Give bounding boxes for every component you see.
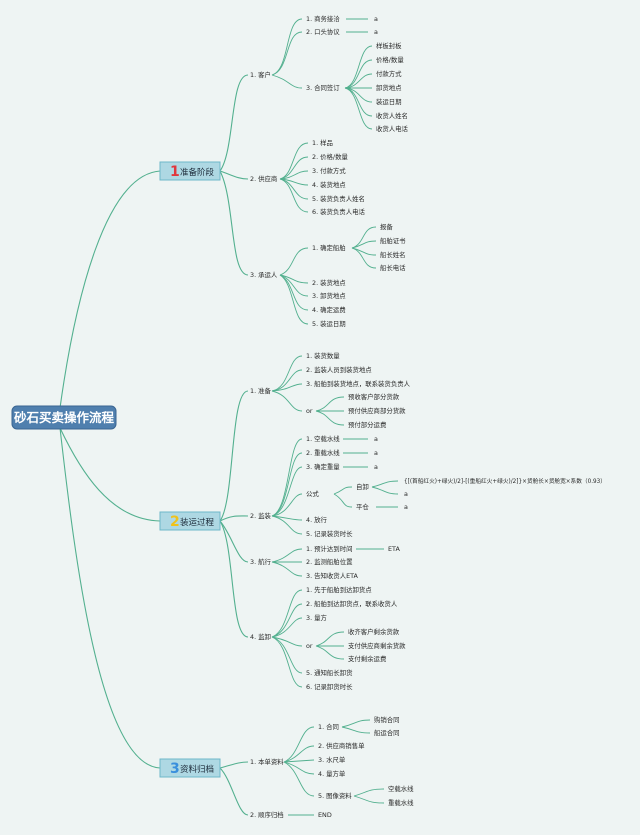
or-item[interactable]: 支付剩余运费 — [348, 654, 387, 663]
sail-item[interactable]: 1. 预计达到时间 — [306, 544, 352, 553]
node-contract-signing[interactable]: 3. 合同签订 — [306, 83, 340, 92]
contract-item[interactable]: 付款方式 — [376, 69, 402, 78]
leaf-a: a — [404, 490, 408, 498]
node-loading-supervision[interactable]: 2. 监装 — [250, 511, 272, 520]
supplier-item[interactable]: 6. 装货负责人电话 — [312, 207, 365, 216]
unload-item[interactable]: 5. 通知船长卸货 — [306, 668, 353, 677]
eta-leaf: ETA — [388, 545, 400, 553]
contract-item[interactable]: 卸货地点 — [376, 83, 402, 92]
carrier-item[interactable]: 3. 卸货地点 — [312, 291, 346, 300]
formula-text: {[(首船红火)+绿火)/2]-[(重船红火+绿火)/2]}×货舱长×货舱宽×系… — [404, 477, 606, 485]
contract-item[interactable]: 收货人姓名 — [376, 111, 408, 120]
load-item[interactable]: 2. 重载水线 — [306, 448, 340, 457]
node-verbal-agreement[interactable]: 2. 口头协议 — [306, 27, 340, 36]
stage-label-1: 准备阶段 — [180, 167, 215, 178]
or-item[interactable]: 支付供应商剩余货款 — [348, 641, 406, 650]
contract-item[interactable]: 价格/数量 — [376, 55, 404, 64]
stage-label-3: 资料归档 — [180, 764, 214, 775]
or-item[interactable]: 预付部分运费 — [348, 420, 387, 429]
doc-item[interactable]: 1. 合同 — [318, 722, 339, 731]
or-node[interactable]: or — [306, 407, 313, 415]
unload-item[interactable]: 6. 记录卸货时长 — [306, 682, 353, 691]
contract-type[interactable]: 船运合同 — [374, 728, 400, 737]
stage-number-1: 1 — [170, 164, 180, 180]
prep-item[interactable]: 3. 船舶到装货地点，联系装货负责人 — [306, 379, 411, 388]
leaf-a: a — [374, 28, 378, 36]
root-node[interactable]: 砂石买卖操作流程 — [11, 405, 117, 430]
stage2-branch: 1. 准备 1. 装货数量 2. 监装人员到装货地点 3. 船舶到装货地点，联系… — [250, 351, 606, 691]
stage1-branch: 1. 客户 1. 商务接洽 2. 口头协议 3. 合同签订 a a 样板封板 价… — [250, 14, 409, 328]
or-item[interactable]: 预收客户部分货款 — [348, 392, 400, 401]
load-item[interactable]: 1. 空载水线 — [306, 434, 340, 443]
or-item[interactable]: 预付供应商部分货款 — [348, 406, 406, 415]
or-item[interactable]: 收齐客户剩余货款 — [348, 627, 400, 636]
doc-item[interactable]: 4. 量方单 — [318, 769, 346, 778]
contract-item[interactable]: 装运日期 — [376, 97, 402, 106]
load-item[interactable]: 3. 确定重量 — [306, 462, 340, 471]
node-customer[interactable]: 1. 客户 — [250, 70, 271, 79]
sail-item[interactable]: 3. 告知收货人ETA — [306, 571, 359, 580]
supplier-item[interactable]: 4. 装货地点 — [312, 180, 346, 189]
contract-item[interactable]: 样板封板 — [376, 41, 402, 50]
leaf-a: a — [374, 449, 378, 457]
supplier-item[interactable]: 3. 付款方式 — [312, 166, 346, 175]
stage-label-2: 装运过程 — [180, 517, 215, 528]
doc-item[interactable]: 3. 水尺单 — [318, 755, 346, 764]
stage-number-2: 2 — [170, 514, 180, 530]
node-confirm-ship[interactable]: 1. 确定船舶 — [312, 243, 346, 252]
stage-node-2[interactable]: 2 装运过程 — [159, 511, 221, 531]
carrier-item[interactable]: 2. 装货地点 — [312, 278, 346, 287]
or-node[interactable]: or — [306, 642, 313, 650]
stage-node-1[interactable]: 1 准备阶段 — [159, 161, 221, 181]
stage-node-3[interactable]: 3 资料归档 — [159, 758, 221, 778]
leaf-a: a — [404, 503, 408, 511]
prep-item[interactable]: 2. 监装人员到装货地点 — [306, 365, 372, 374]
formula-self-unload[interactable]: 自卸 — [356, 482, 369, 491]
node-business-contact[interactable]: 1. 商务接洽 — [306, 14, 340, 23]
supplier-item[interactable]: 5. 装货负责人姓名 — [312, 194, 365, 203]
formula-level-cabin[interactable]: 平仓 — [356, 502, 369, 511]
stage-number-3: 3 — [170, 761, 180, 777]
carrier-item[interactable]: 4. 确定运费 — [312, 305, 346, 314]
node-formula[interactable]: 公式 — [306, 489, 319, 498]
ship-item[interactable]: 报备 — [380, 222, 393, 231]
contract-type[interactable]: 购销合同 — [374, 715, 400, 724]
node-prepare[interactable]: 1. 准备 — [250, 386, 272, 395]
load-item[interactable]: 5. 记录装货时长 — [306, 529, 353, 538]
sail-item[interactable]: 2. 监测船舶位置 — [306, 557, 353, 566]
connector-lines — [59, 18, 399, 816]
doc-item[interactable]: 5. 图像资料 — [318, 791, 352, 800]
ship-item[interactable]: 船长姓名 — [380, 250, 406, 259]
unload-item[interactable]: 3. 量方 — [306, 613, 327, 622]
stage3-branch: 1. 本单资料 1. 合同 2. 供应商销售单 3. 水尺单 4. 量方单 5.… — [250, 715, 414, 819]
supplier-item[interactable]: 1. 样品 — [312, 138, 333, 147]
load-item[interactable]: 4. 放行 — [306, 515, 328, 524]
unload-item[interactable]: 2. 船舶到达卸货点，联系收货人 — [306, 599, 398, 608]
supplier-item[interactable]: 2. 价格/数量 — [312, 152, 348, 161]
prep-item[interactable]: 1. 装货数量 — [306, 351, 340, 360]
node-sailing[interactable]: 3. 航行 — [250, 557, 272, 566]
node-unloading-supervision[interactable]: 4. 监卸 — [250, 632, 271, 641]
unload-item[interactable]: 1. 先于船舶到达卸货点 — [306, 585, 372, 594]
node-sequential-archive[interactable]: 2. 顺序归档 — [250, 810, 284, 819]
image-item[interactable]: 重载水线 — [388, 798, 414, 807]
node-carrier[interactable]: 3. 承运人 — [250, 270, 278, 279]
ship-item[interactable]: 船舶证书 — [380, 236, 406, 245]
doc-item[interactable]: 2. 供应商销售单 — [318, 741, 365, 750]
leaf-a: a — [374, 435, 378, 443]
contract-item[interactable]: 收货人电话 — [376, 124, 409, 133]
node-supplier[interactable]: 2. 供应商 — [250, 174, 277, 183]
node-order-documents[interactable]: 1. 本单资料 — [250, 757, 284, 766]
root-title: 砂石买卖操作流程 — [13, 410, 115, 425]
end-leaf: END — [318, 811, 332, 819]
ship-item[interactable]: 船长电话 — [380, 263, 406, 272]
leaf-a: a — [374, 463, 378, 471]
carrier-item[interactable]: 5. 装运日期 — [312, 319, 346, 328]
leaf-a: a — [374, 15, 378, 23]
image-item[interactable]: 空载水线 — [388, 784, 414, 793]
